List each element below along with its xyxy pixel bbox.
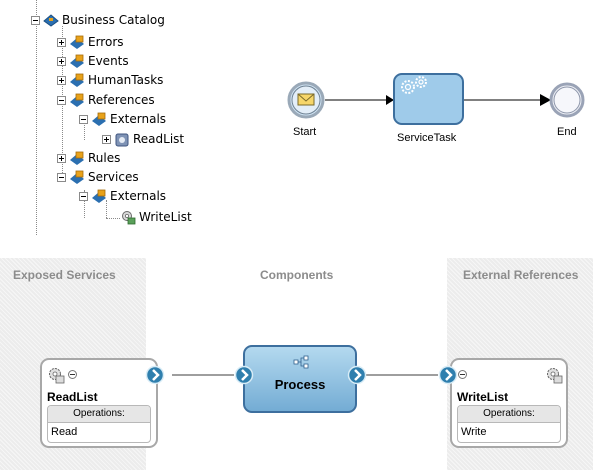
expand-toggle[interactable] [57, 153, 66, 163]
folder-icon [70, 93, 84, 107]
end-event[interactable] [549, 82, 585, 118]
reference-name: WriteList [457, 390, 509, 404]
tree-node-writelist[interactable]: WriteList [120, 208, 192, 226]
tree-node-label: Externals [110, 189, 167, 203]
start-event-label: Start [293, 126, 317, 138]
tree-node-humantasks[interactable]: HumanTasks [57, 71, 163, 89]
tree-node-readlist[interactable]: ReadList [102, 130, 184, 148]
operation-item[interactable]: Read [51, 426, 78, 438]
tree-node-label: ReadList [133, 132, 185, 146]
folder-icon [92, 112, 106, 126]
component-name: Process [274, 377, 326, 392]
exposed-services-heading: Exposed Services [13, 268, 116, 282]
collapse-icon[interactable] [68, 370, 77, 379]
tree-guide-line [84, 190, 85, 218]
readlist-service[interactable]: ReadList Operations: Read [40, 358, 158, 448]
process-flow-diagram [287, 73, 585, 125]
collapse-toggle[interactable] [31, 15, 40, 25]
gears-icon [401, 76, 427, 94]
reference-port-chevron-icon[interactable] [438, 365, 458, 385]
folder-icon [70, 170, 84, 184]
process-flow-icon [293, 355, 309, 369]
tree-node-label: References [88, 93, 155, 107]
arrow-head [540, 94, 551, 106]
collapse-toggle[interactable] [79, 114, 88, 124]
business-catalog-icon [43, 14, 59, 27]
service-name: ReadList [47, 390, 98, 404]
service-reference-icon [115, 133, 129, 147]
tree-node-label: HumanTasks [88, 73, 164, 87]
external-references-heading: External References [463, 268, 579, 282]
tree-guide-line [84, 120, 85, 140]
folder-icon [70, 73, 84, 87]
writelist-reference[interactable]: WriteList Operations: Write [450, 358, 568, 448]
operations-header: Operations: [48, 406, 150, 423]
service-gear-icon [547, 368, 563, 384]
collapse-toggle[interactable] [57, 95, 66, 105]
start-event[interactable] [287, 81, 325, 119]
component-output-port-chevron-icon[interactable] [347, 365, 367, 385]
expand-toggle[interactable] [57, 75, 66, 85]
folder-icon [70, 151, 84, 165]
tree-node-label: WriteList [139, 210, 192, 224]
folder-icon [70, 35, 84, 49]
collapse-toggle[interactable] [57, 172, 66, 182]
tree-node-references[interactable]: References [57, 91, 155, 109]
tree-node-label: Events [88, 54, 129, 68]
tree-node-label: Services [88, 170, 139, 184]
tree-node-services-externals[interactable]: Externals [79, 187, 166, 205]
end-event-label: End [557, 126, 577, 138]
tree-guide-line [106, 218, 120, 219]
tree-node-rules[interactable]: Rules [57, 149, 120, 167]
tree-guide-line [36, 0, 37, 235]
business-catalog-tree: Business Catalog Errors Events HumanTask… [0, 0, 230, 235]
tree-node-label: Rules [88, 151, 121, 165]
tree-guide-line [106, 200, 107, 218]
operations-header: Operations: [458, 406, 560, 423]
tree-node-label: Business Catalog [62, 13, 165, 27]
operations-box: Operations: Write [457, 405, 561, 443]
tree-node-events[interactable]: Events [57, 52, 129, 70]
composite-wires [172, 374, 438, 376]
expand-toggle[interactable] [57, 37, 66, 47]
arrow-head [386, 95, 394, 105]
tree-node-errors[interactable]: Errors [57, 33, 124, 51]
collapse-toggle[interactable] [79, 191, 88, 201]
tree-node-services[interactable]: Services [57, 168, 139, 186]
collapse-icon[interactable] [458, 370, 467, 379]
service-port-chevron-icon[interactable] [145, 365, 165, 385]
service-gear-icon [49, 368, 65, 384]
service-task-label: ServiceTask [397, 132, 457, 144]
components-heading: Components [260, 268, 334, 282]
tree-node-label: Errors [88, 35, 124, 49]
expand-toggle[interactable] [102, 134, 111, 144]
operation-item[interactable]: Write [461, 426, 487, 438]
tree-node-references-externals[interactable]: Externals [79, 110, 166, 128]
tree-node-label: Externals [110, 112, 167, 126]
process-component[interactable]: Process [243, 345, 357, 413]
folder-icon [70, 54, 84, 68]
expand-toggle[interactable] [57, 56, 66, 66]
component-input-port-chevron-icon[interactable] [234, 365, 254, 385]
service-gear-icon [122, 211, 136, 225]
operations-box: Operations: Read [47, 405, 151, 443]
folder-icon [92, 189, 106, 203]
tree-node-business-catalog[interactable]: Business Catalog [31, 11, 165, 29]
service-task[interactable] [393, 73, 464, 125]
message-envelope-icon [297, 93, 315, 106]
